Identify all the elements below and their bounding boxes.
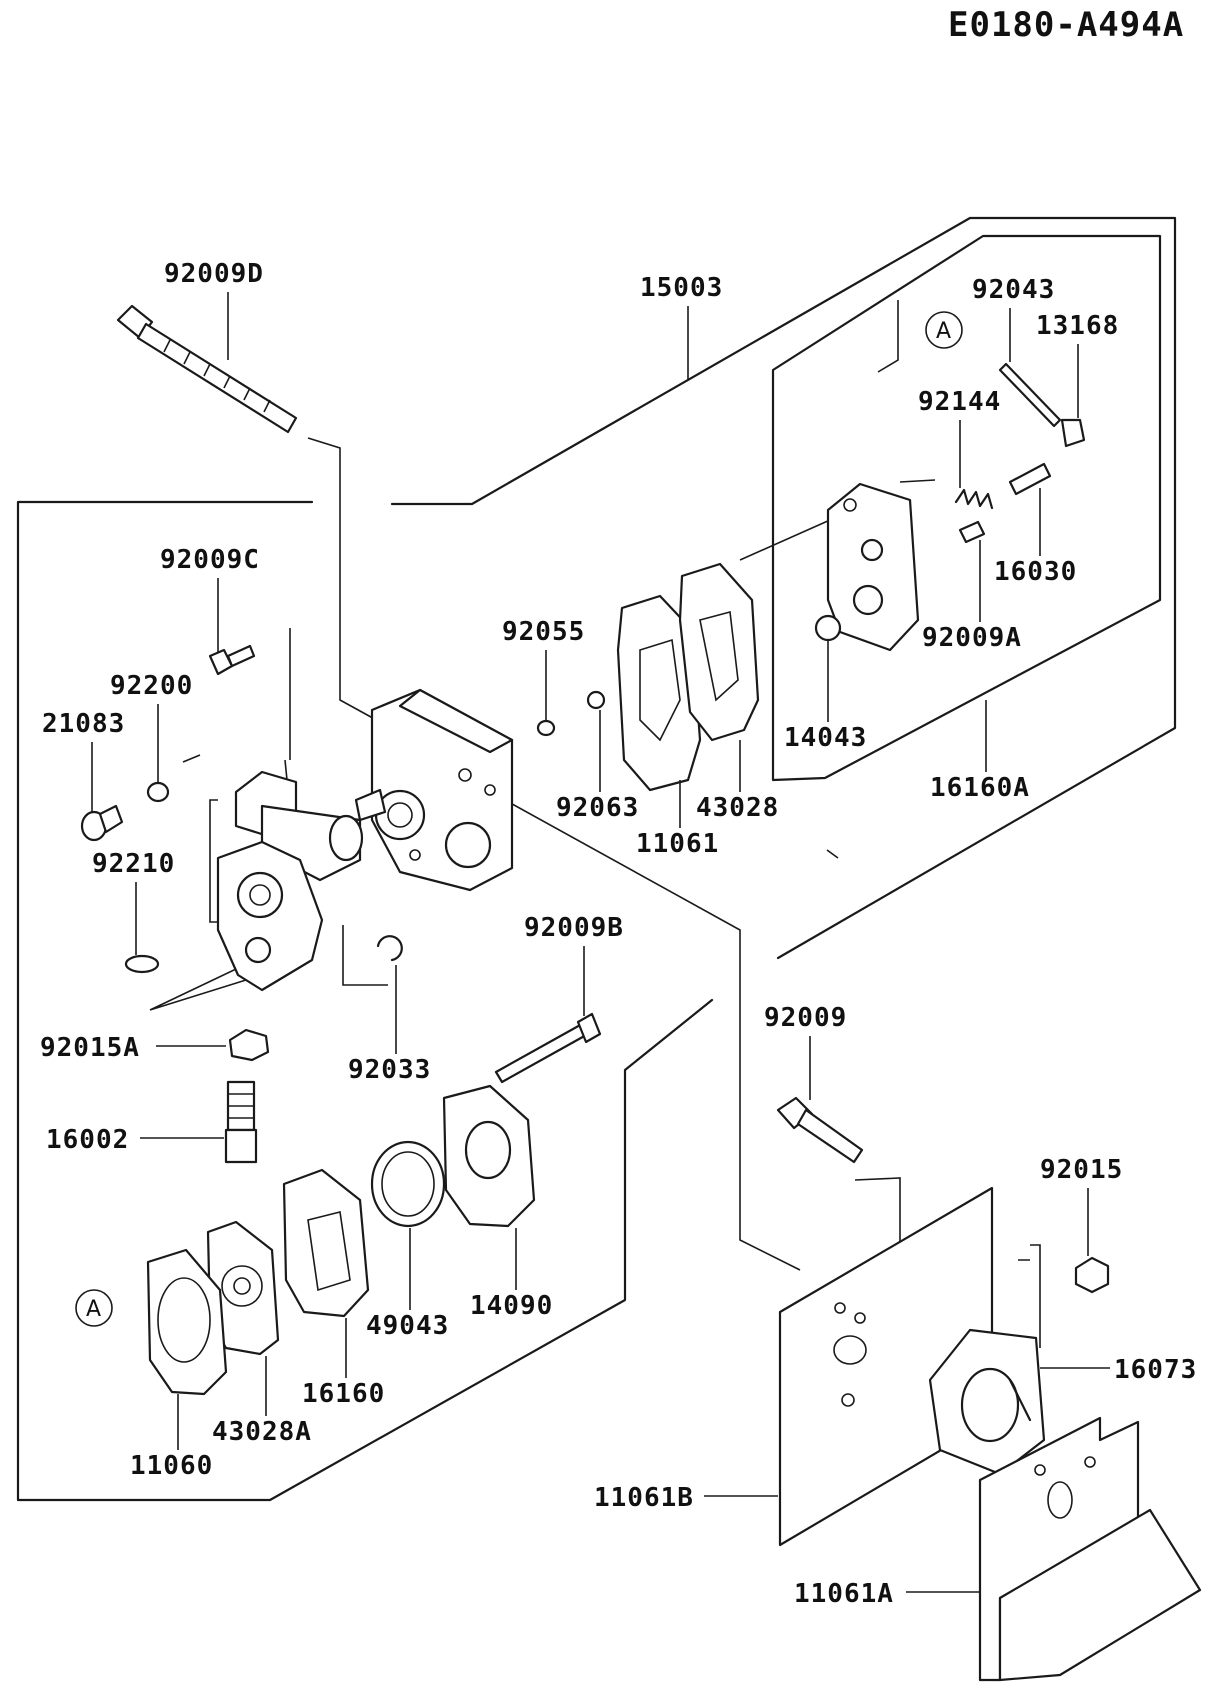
label-92043: 92043 xyxy=(972,275,1055,305)
label-92009D: 92009D xyxy=(164,259,264,289)
label-14090: 14090 xyxy=(470,1291,553,1321)
gasket-11060 xyxy=(146,1248,228,1396)
spring-92210 xyxy=(124,954,160,974)
label-11061B: 11061B xyxy=(594,1483,694,1513)
throttle-assembly xyxy=(216,770,364,992)
screw-92009C xyxy=(208,644,256,676)
nut-92015 xyxy=(1074,1256,1110,1294)
part-14043 xyxy=(814,614,842,642)
label-92210: 92210 xyxy=(92,849,175,879)
part-92063 xyxy=(586,690,606,710)
label-92033: 92033 xyxy=(348,1055,431,1085)
label-43028: 43028 xyxy=(696,793,779,823)
clip-92033 xyxy=(376,935,403,962)
diaphragm-43028 xyxy=(678,562,760,742)
part-labels: 92009D 15003 92043 13168 92144 16030 920… xyxy=(40,259,1197,1609)
label-92015A: 92015A xyxy=(40,1033,140,1063)
label-16030: 16030 xyxy=(994,557,1077,587)
svg-text:A: A xyxy=(86,1297,101,1322)
label-16002: 16002 xyxy=(46,1125,129,1155)
frame-16160A xyxy=(771,234,1162,782)
bolt-92009 xyxy=(776,1096,864,1164)
washer-92200 xyxy=(146,781,170,803)
label-16073: 16073 xyxy=(1114,1355,1197,1385)
label-11060: 11060 xyxy=(130,1451,213,1481)
gasket-11061 xyxy=(616,594,702,792)
insulator-16073 xyxy=(928,1328,1046,1476)
label-92200: 92200 xyxy=(110,671,193,701)
carburetor-body xyxy=(354,688,514,892)
label-92063: 92063 xyxy=(556,793,639,823)
oring-92055 xyxy=(536,719,556,737)
fitting-16002 xyxy=(224,1080,258,1164)
pin-92043 xyxy=(998,362,1062,428)
label-49043: 49043 xyxy=(366,1311,449,1341)
needle-16030 xyxy=(1008,462,1052,496)
screw-92009B xyxy=(494,1012,602,1084)
main-assembly-frame xyxy=(16,500,714,1502)
label-92009: 92009 xyxy=(764,1003,847,1033)
nut-92015A xyxy=(228,1028,270,1062)
screw-21083 xyxy=(80,804,124,842)
label-92009C: 92009C xyxy=(160,545,260,575)
frame-15003 xyxy=(390,216,1177,960)
label-11061A: 11061A xyxy=(794,1579,894,1609)
cup-49043 xyxy=(370,1140,446,1228)
svg-text:A: A xyxy=(936,319,951,344)
label-92015: 92015 xyxy=(1040,1155,1123,1185)
label-92055: 92055 xyxy=(502,617,585,647)
label-21083: 21083 xyxy=(42,709,125,739)
pump-cover-16160 xyxy=(282,1168,370,1318)
label-15003: 15003 xyxy=(640,273,723,303)
label-43028A: 43028A xyxy=(212,1417,312,1447)
label-92009B: 92009B xyxy=(524,913,624,943)
spring-92144 xyxy=(954,488,994,510)
part-13168 xyxy=(1060,418,1086,448)
label-92144: 92144 xyxy=(918,387,1001,417)
heat-shield-11061A xyxy=(978,1416,1202,1682)
bolt-92009D xyxy=(116,304,298,434)
label-16160A: 16160A xyxy=(930,773,1030,803)
screw-92009A xyxy=(958,520,986,544)
label-13168: 13168 xyxy=(1036,311,1119,341)
reference-marker-a-lower: A xyxy=(75,1289,113,1327)
label-14043: 14043 xyxy=(784,723,867,753)
label-11061: 11061 xyxy=(636,829,719,859)
diagram-code: E0180-A494A xyxy=(948,5,1184,45)
reference-marker-a-upper: A xyxy=(925,311,963,349)
label-92009A: 92009A xyxy=(922,623,1022,653)
pump-body-16160A xyxy=(826,482,920,652)
label-16160: 16160 xyxy=(302,1379,385,1409)
